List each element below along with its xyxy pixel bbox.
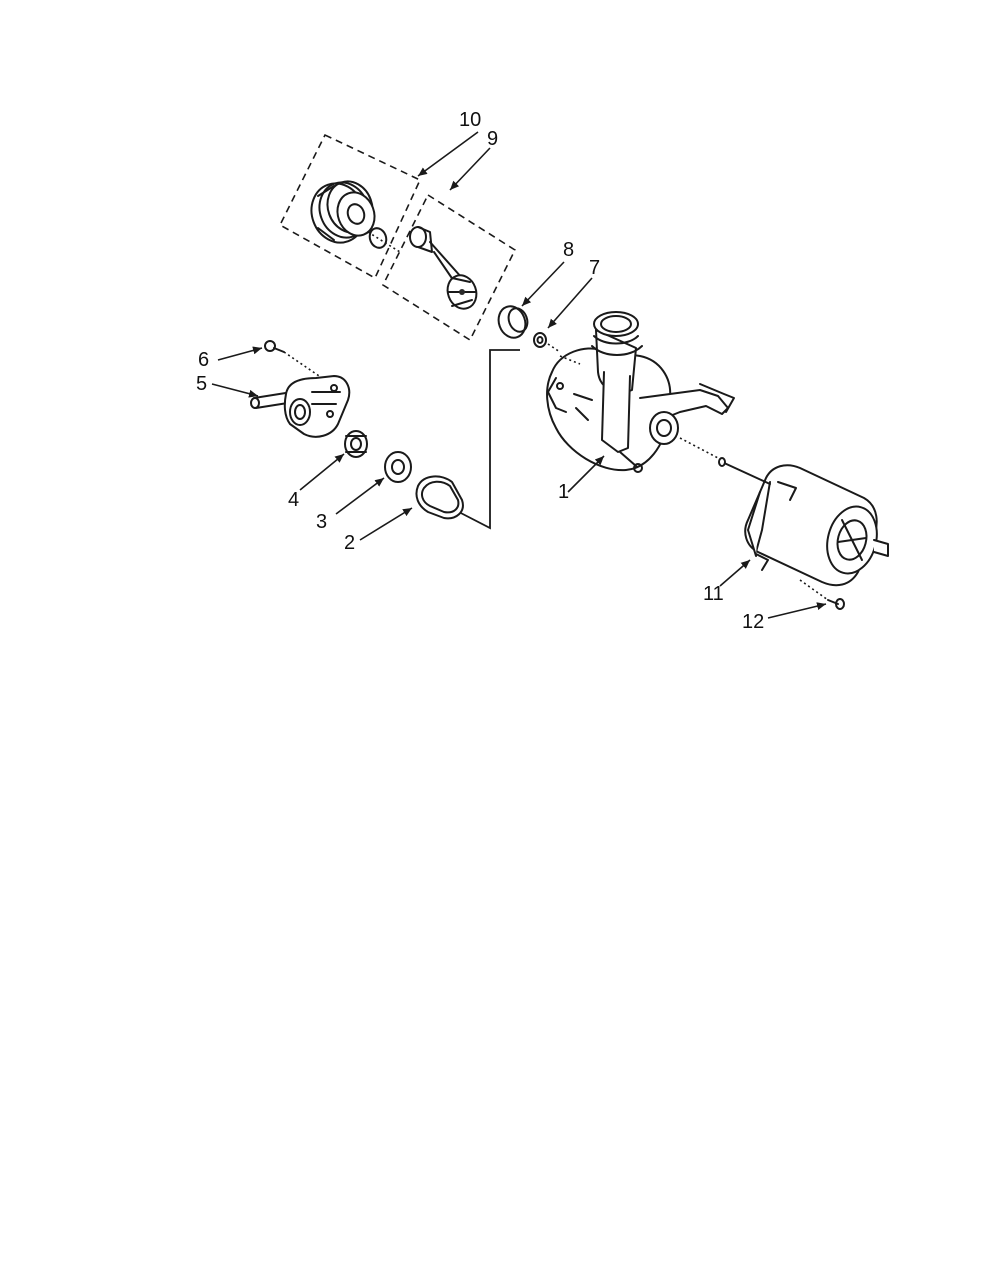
- screw-6-centerline: [283, 351, 323, 379]
- assembly-bracket-line: [454, 349, 520, 530]
- washer-centerline: [547, 343, 561, 353]
- motor-part-11: [718, 457, 889, 587]
- callout-10: 10: [459, 109, 481, 131]
- callout-4: 4: [288, 489, 299, 511]
- gasket-part-2: [415, 475, 464, 520]
- impeller-part: [409, 226, 478, 310]
- callout-2: 2: [344, 532, 355, 554]
- nut-part-4: [344, 430, 368, 458]
- callout-5: 5: [196, 373, 207, 395]
- washer-part-7: [533, 332, 547, 348]
- screw-part-12: [827, 598, 845, 610]
- motor-shaft-centerline: [679, 437, 719, 459]
- seal-part-8: [497, 305, 529, 339]
- callout-11: 11: [703, 583, 724, 605]
- housing-inlet-centerline: [559, 355, 581, 365]
- pulley-part: [310, 180, 376, 244]
- cap-part-3: [384, 451, 412, 483]
- callout-12: 12: [742, 611, 764, 633]
- cover-plate-part: [283, 375, 351, 438]
- callout-1: 1: [558, 481, 569, 503]
- kit-9-dashed-box: [381, 193, 517, 342]
- screw-12-centerline: [799, 579, 829, 601]
- callout-6: 6: [198, 349, 209, 371]
- kit-10-shaft-centerline: [367, 231, 401, 253]
- screw-part-6: [264, 340, 285, 353]
- callout-9: 9: [487, 128, 498, 150]
- callout-3: 3: [316, 511, 327, 533]
- clip-ring-part: [368, 227, 388, 249]
- callout-leaders: [211, 131, 827, 619]
- pump-housing-part-1: [546, 311, 735, 473]
- callout-8: 8: [563, 239, 574, 261]
- callout-7: 7: [589, 257, 600, 279]
